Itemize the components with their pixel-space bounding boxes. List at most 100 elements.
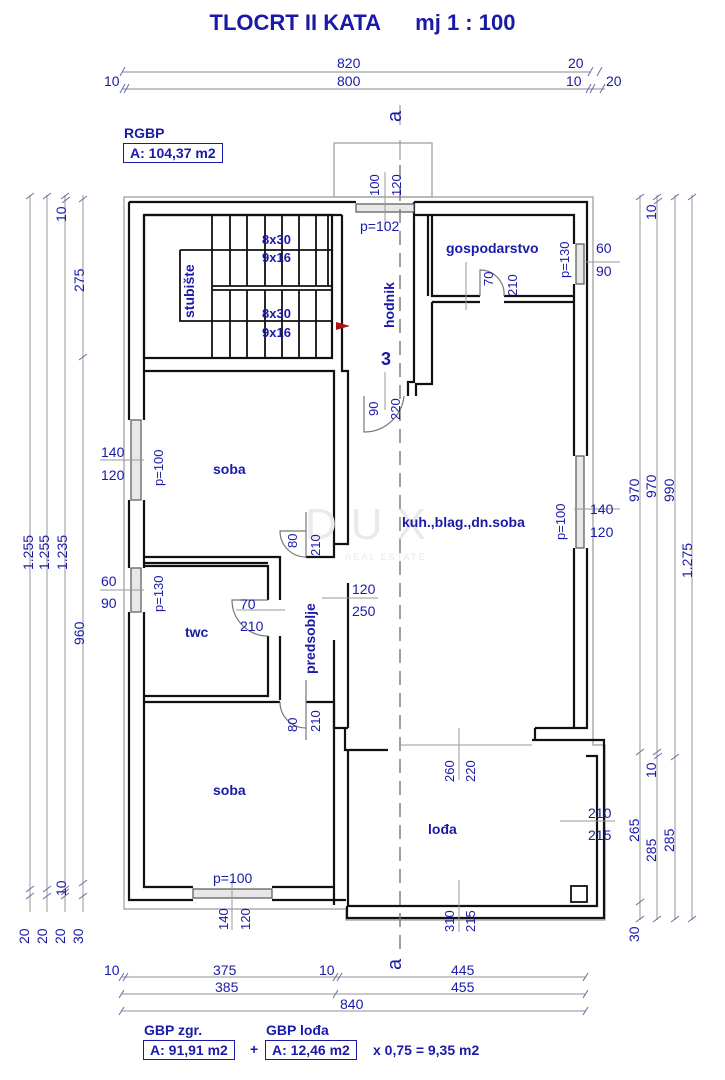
bottom-dimension-ticks: [118, 972, 589, 1016]
soba-1-window-height: 120: [101, 467, 125, 483]
dim-left-bottom-inner-10: 10: [53, 880, 69, 896]
gbp-loggia-formula: x 0,75 = 9,35 m2: [373, 1042, 480, 1058]
dim-top-right-10: 10: [566, 73, 582, 89]
left-dimension-ticks: [25, 192, 88, 900]
kuhinja-window-sill: p=100: [553, 503, 568, 540]
dim-left-960: 960: [71, 621, 87, 645]
dim-left-1255-a: 1.255: [20, 534, 36, 570]
dim-bottom-left-10: 10: [104, 962, 120, 978]
room-label-loda: lođa: [428, 821, 457, 837]
dim-right-bottom-30: 30: [626, 926, 642, 942]
gbp-building-area-box: A: 91,91 m2: [143, 1040, 235, 1060]
room-label-kuhinja-blagovaonica-dnevna-soba: kuh.,blag.,dn.soba: [402, 514, 525, 530]
loda-bottom-height: 215: [463, 910, 478, 932]
loda-right-width: 210: [588, 805, 612, 821]
hodnik-window-sill: p=102: [360, 218, 400, 234]
dim-left-bottom-20-c: 20: [52, 928, 68, 944]
dim-bottom-mid-10: 10: [319, 962, 335, 978]
kuhinja-window-height: 120: [590, 524, 614, 540]
right-dimension-ticks: [635, 193, 697, 923]
dim-right-loggia-10: 10: [643, 762, 659, 778]
dim-bottom-445: 445: [451, 962, 475, 978]
gospodarstvo-door-width: 70: [481, 271, 496, 286]
bottom-dimension-lines: [122, 976, 586, 1012]
dim-right-285-a: 285: [643, 838, 659, 862]
loda-opening-width: 260: [442, 760, 457, 782]
door-swings: [231, 269, 505, 740]
dim-left-275: 275: [71, 268, 87, 292]
gbp-building-label: GBP zgr.: [144, 1022, 203, 1038]
section-marker-bottom: a: [384, 958, 406, 970]
room-label-twc: twc: [185, 624, 209, 640]
room-label-gospodarstvo: gospodarstvo: [446, 240, 539, 256]
dim-top-800: 800: [337, 73, 361, 89]
dim-top-right-outer-20: 20: [606, 73, 622, 89]
hodnik-window-width: 100: [367, 174, 382, 196]
plan-title-name: TLOCRT II KATA: [209, 10, 382, 35]
soba-1-window-width: 140: [101, 444, 125, 460]
dim-left-1235: 1.235: [54, 534, 70, 570]
loggia-drain-square: [570, 885, 588, 903]
hodnik-door-height: 220: [388, 398, 403, 420]
gbp-plus-sign: +: [250, 1041, 259, 1057]
dim-left-top-10: 10: [53, 206, 69, 222]
dim-left-1255-b: 1.255: [36, 534, 52, 570]
top-dimension-lines: [122, 71, 605, 160]
dim-right-265: 265: [626, 818, 642, 842]
twc-door-height: 210: [240, 618, 264, 634]
walls: [127, 200, 606, 920]
dim-bottom-840: 840: [340, 996, 364, 1012]
rgbp-area-box: A: 104,37 m2: [123, 143, 223, 163]
dim-bottom-455: 455: [451, 979, 475, 995]
gospodarstvo-window-sill: p=130: [557, 241, 572, 278]
room-label-stubiste: stubište: [181, 264, 197, 318]
gospodarstvo-window-width: 60: [596, 240, 612, 256]
kuhinja-window-width: 140: [590, 501, 614, 517]
stair-direction-arrow: [336, 322, 350, 330]
watermark-logo: DUX: [305, 500, 440, 549]
dim-right-990: 990: [661, 478, 677, 502]
soba-2-window-height: 120: [238, 908, 253, 930]
twc-door-width: 70: [240, 596, 256, 612]
stair-2-rise: 9x16: [262, 325, 291, 340]
predsoblje-opening-width: 120: [352, 581, 376, 597]
gbp-loggia-label: GBP lođa: [266, 1022, 329, 1038]
room-label-predsoblje: predsoblje: [302, 603, 318, 674]
hodnik-door-width: 90: [366, 401, 381, 416]
rgbp-label: RGBP: [124, 125, 165, 141]
dim-top-left-10: 10: [104, 73, 120, 89]
soba-1-door-height: 210: [308, 534, 323, 556]
loda-bottom-width: 310: [442, 910, 457, 932]
gospodarstvo-window-height: 90: [596, 263, 612, 279]
soba-2-window-sill: p=100: [213, 870, 253, 886]
soba-2-window-width: 140: [216, 908, 231, 930]
stair-treads: [179, 215, 333, 358]
room-number-hodnik: 3: [381, 349, 392, 369]
opening-dimension-lines: [100, 172, 620, 932]
room-label-soba-2: soba: [213, 782, 246, 798]
stair-1-tread: 8x30: [262, 232, 291, 247]
windows: [130, 203, 585, 899]
soba-2-door-height: 210: [308, 710, 323, 732]
dim-top-right-20: 20: [568, 55, 584, 71]
soba-1-door-width: 80: [285, 533, 300, 548]
room-label-soba-1: soba: [213, 461, 246, 477]
stair-1-rise: 9x16: [262, 250, 291, 265]
soba-2-door-width: 80: [285, 717, 300, 732]
dim-right-1275: 1.275: [679, 542, 695, 578]
loda-right-height: 215: [588, 827, 612, 843]
room-label-hodnik: hodnik: [381, 282, 397, 328]
soba-1-window-sill: p=100: [151, 449, 166, 486]
dim-right-970-b: 970: [643, 474, 659, 498]
right-dimension-lines: [639, 195, 693, 920]
predsoblje-opening-height: 250: [352, 603, 376, 619]
top-dimension-ticks: [119, 66, 606, 94]
stair-2-tread: 8x30: [262, 306, 291, 321]
gospodarstvo-door-height: 210: [505, 274, 520, 296]
dim-left-bottom-20-b: 20: [34, 928, 50, 944]
watermark-subtitle: REAL ESTATE: [345, 552, 427, 562]
outer-outline: [123, 142, 606, 921]
dim-left-bottom-30: 30: [70, 928, 86, 944]
dim-bottom-385: 385: [215, 979, 239, 995]
